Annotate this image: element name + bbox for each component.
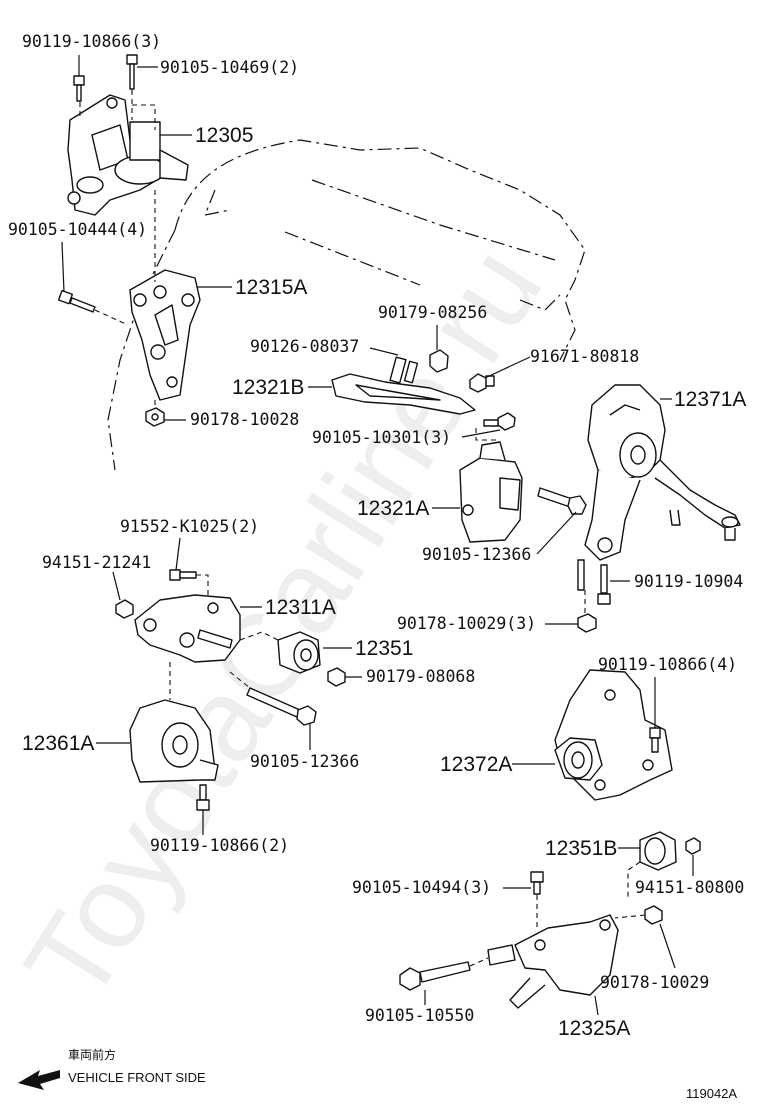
label-94151-21241: 94151-21241 [42, 553, 151, 572]
label-90126-08037: 90126-08037 [250, 337, 359, 356]
bushing-12351B [639, 831, 677, 871]
label-90105-10469-2: 90105-10469(2) [160, 58, 299, 77]
label-90119-10866-2: 90119-10866(2) [150, 836, 289, 855]
nut-90178-10029-three [577, 613, 597, 633]
bolt-91552-K1025 [169, 569, 197, 581]
engine-outline [107, 139, 586, 471]
label-12321A: 12321A [357, 497, 429, 520]
bolt-90105-10550 [399, 961, 471, 991]
label-12311A: 12311A [265, 596, 336, 619]
bracket-12325A [487, 914, 619, 1009]
nut-90179-08068 [327, 667, 346, 687]
label-12351B: 12351B [545, 837, 617, 860]
bolt-90119-10866-top [73, 75, 85, 102]
mount-12361A [129, 699, 219, 783]
label-90105-10444-4: 90105-10444(4) [8, 220, 147, 239]
label-90178-10028: 90178-10028 [190, 410, 299, 429]
label-12305: 12305 [195, 124, 253, 147]
nut-90179-08256 [429, 349, 449, 373]
direction-en: VEHICLE FRONT SIDE [68, 1070, 206, 1085]
label-90105-10550: 90105-10550 [365, 1006, 474, 1025]
label-12361A: 12361A [22, 732, 94, 755]
bracket-12315A [129, 269, 201, 401]
label-12315A: 12315A [235, 276, 307, 299]
figure-code: 119042A [686, 1086, 737, 1101]
bolt-90119-10866-four [649, 727, 661, 753]
stud-90126-08037 [389, 356, 419, 384]
label-90178-10029: 90178-10029 [600, 973, 709, 992]
label-94151-80800: 94151-80800 [635, 878, 744, 897]
bolt-90105-12366-right [537, 487, 587, 515]
bushing-12351 [277, 631, 321, 674]
bolt-90105-10301 [483, 412, 516, 431]
nut-94151-80800 [685, 837, 701, 855]
bracket-12321B [331, 373, 476, 415]
label-90179-08068: 90179-08068 [366, 667, 475, 686]
bolt-91671-80818 [469, 373, 495, 393]
label-90105-12366-right: 90105-12366 [422, 545, 531, 564]
label-90119-10866-3: 90119-10866(3) [22, 32, 161, 51]
label-12351: 12351 [355, 637, 413, 660]
label-90119-10904: 90119-10904 [634, 572, 743, 591]
bracket-12311A [134, 594, 241, 663]
bracket-12321A [459, 441, 523, 543]
label-91671-80818: 91671-80818 [530, 347, 639, 366]
leader-lines [61, 55, 694, 1016]
bolt-90119-10904 [577, 559, 611, 605]
label-90179-08256: 90179-08256 [378, 303, 487, 322]
vehicle-front-indicator: 車両前方 VEHICLE FRONT SIDE [18, 1047, 206, 1090]
nut-90178-10028 [145, 407, 165, 427]
label-12325A: 12325A [558, 1017, 630, 1040]
label-91552-K1025-2: 91552-K1025(2) [120, 517, 259, 536]
label-12371A: 12371A [674, 388, 746, 411]
nut-90178-10029 [644, 905, 663, 925]
bolt-90105-10444 [57, 289, 96, 313]
nut-94151-21241 [115, 599, 134, 619]
part-labels: 90119-10866(3) 90105-10469(2) 12305 9010… [8, 32, 746, 1040]
label-90105-10301-3: 90105-10301(3) [312, 428, 451, 447]
label-12321B: 12321B [232, 376, 304, 399]
mount-12372A [554, 669, 673, 801]
direction-jp: 車両前方 [68, 1047, 116, 1062]
mount-12305 [67, 94, 189, 216]
label-12372A: 12372A [440, 753, 512, 776]
bolt-90105-12366-left [246, 687, 317, 726]
label-90178-10029-3: 90178-10029(3) [397, 614, 536, 633]
label-90119-10866-4: 90119-10866(4) [598, 655, 737, 674]
label-90105-10494-3: 90105-10494(3) [352, 878, 491, 897]
bolt-90105-10469 [126, 54, 138, 90]
mount-12371A [584, 384, 741, 561]
front-arrow-icon [18, 1070, 60, 1090]
bolt-90105-10494 [530, 871, 544, 895]
label-90105-12366-left: 90105-12366 [250, 752, 359, 771]
